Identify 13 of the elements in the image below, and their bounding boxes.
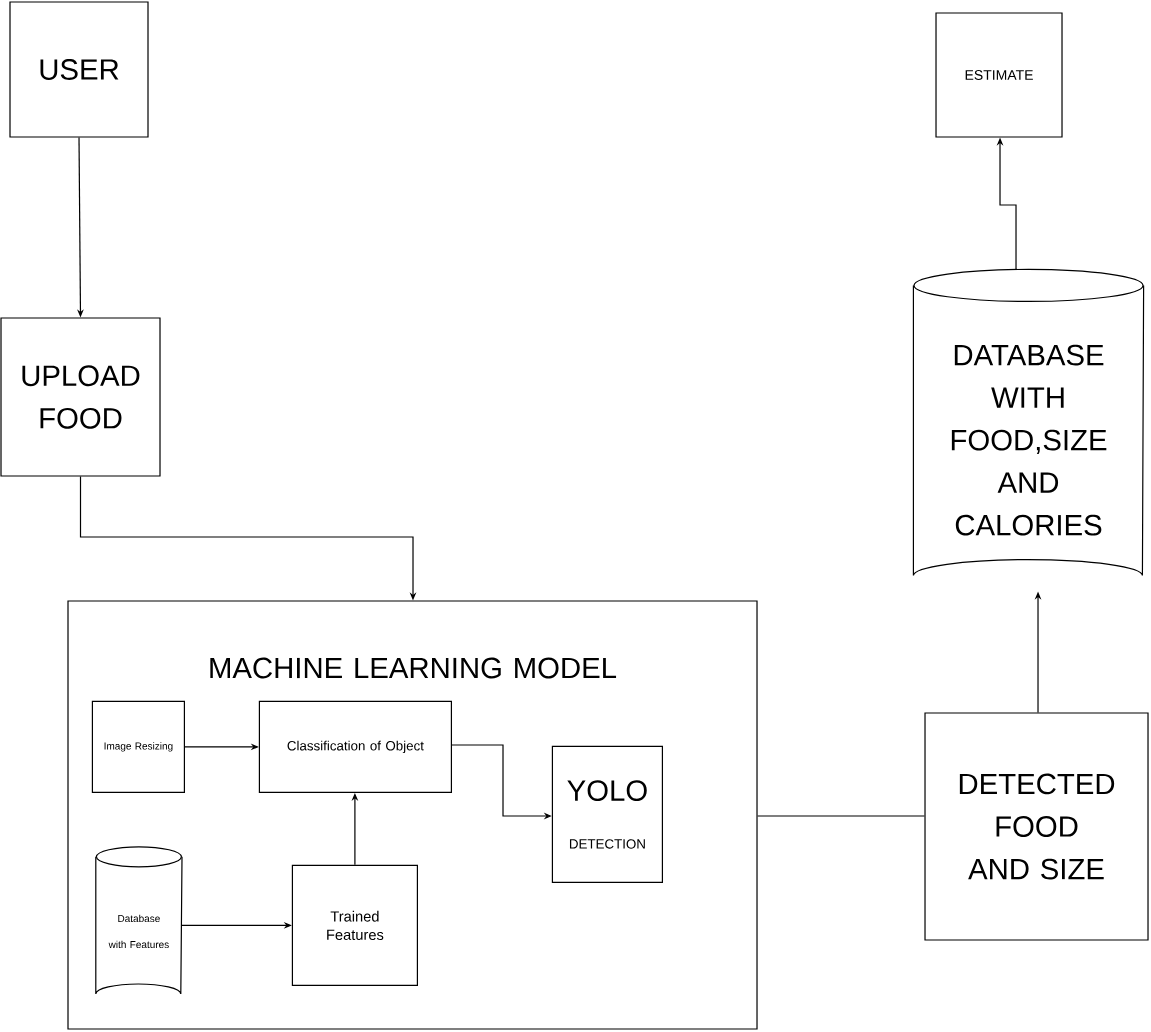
node-label: DATABASE WITH FOOD,SIZE AND CALORIES [951, 344, 1107, 536]
process-box: Image Resizing [91, 700, 185, 793]
process-box: UPLOAD FOOD [0, 317, 161, 477]
node-label: Database with Features [108, 914, 169, 949]
connector-line [757, 815, 925, 817]
process-box: Classification of Object [258, 700, 452, 793]
process-box: DETECTED FOOD AND SIZE [924, 712, 1149, 941]
process-box: Trained Features [291, 864, 418, 986]
process-box: ESTIMATE [935, 12, 1063, 138]
database-cylinder: Database with Features [95, 846, 183, 995]
process-box: YOLO DETECTION [551, 745, 663, 883]
database-cylinder: DATABASE WITH FOOD,SIZE AND CALORIES [912, 268, 1145, 577]
process-box: USER [9, 1, 149, 138]
